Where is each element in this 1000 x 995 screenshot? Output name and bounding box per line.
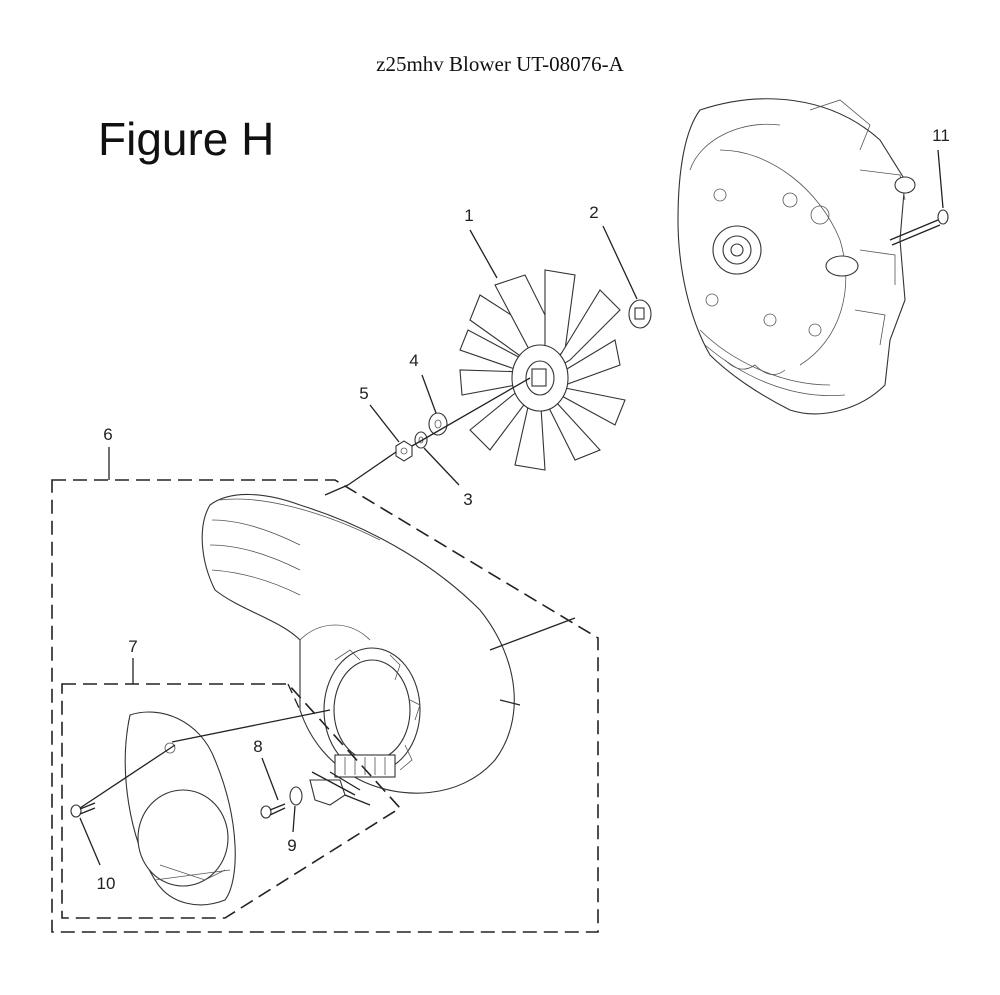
screw-8	[260, 757, 286, 819]
assembly-boundary-7	[61, 683, 402, 919]
assembly-boundary-6	[51, 479, 599, 933]
terminal-bracket	[309, 771, 371, 806]
fan-impeller	[459, 229, 626, 471]
callout-9: 9	[287, 836, 296, 855]
callout-2: 2	[589, 203, 598, 222]
blower-housing	[201, 484, 576, 794]
engine-housing	[677, 98, 916, 415]
screw-11	[889, 149, 949, 246]
nut-5	[369, 404, 413, 462]
cover-plate	[79, 709, 331, 906]
washer-3	[414, 431, 460, 486]
hardware-alignment-line	[347, 451, 397, 486]
callout-4: 4	[409, 351, 418, 370]
callout-10: 10	[97, 874, 116, 893]
screw-10	[70, 802, 101, 866]
callout-5: 5	[359, 384, 368, 403]
callout-3: 3	[463, 490, 472, 509]
leader-boundary-7	[287, 683, 301, 711]
callout-1: 1	[464, 206, 473, 225]
shaft-alignment-line	[411, 377, 531, 447]
washer-4	[421, 374, 448, 436]
callout-6: 6	[103, 425, 112, 444]
washer-2	[602, 225, 652, 329]
figure-label: Figure H	[98, 113, 275, 165]
diagram-title: z25mhv Blower UT-08076-A	[376, 52, 624, 76]
callout-7: 7	[128, 637, 137, 656]
callout-11: 11	[932, 126, 950, 145]
callout-8: 8	[253, 737, 262, 756]
washer-9	[289, 786, 303, 833]
